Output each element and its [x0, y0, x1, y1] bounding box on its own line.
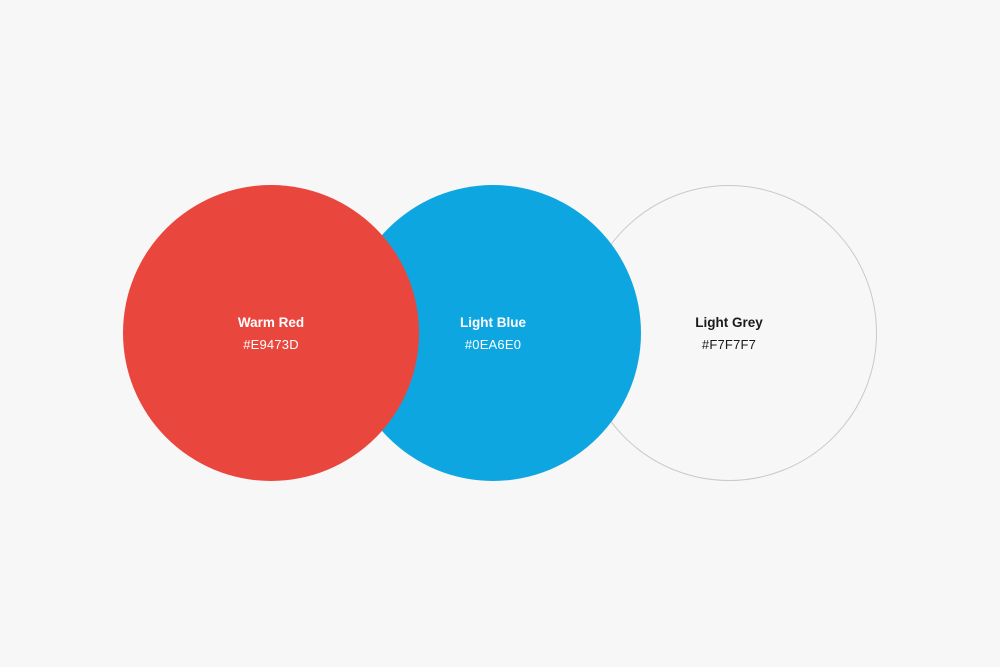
swatch-light-blue-label: Light Blue #0EA6E0 [393, 314, 593, 354]
swatch-hex: #E9473D [243, 337, 299, 352]
swatch-name: Warm Red [237, 315, 305, 330]
swatch-warm-red-label: Warm Red #E9473D [171, 314, 371, 354]
swatch-name: Light Blue [460, 315, 526, 330]
swatch-hex: #F7F7F7 [701, 337, 757, 352]
swatch-hex: #0EA6E0 [464, 337, 522, 352]
swatch-name: Light Grey [695, 315, 763, 330]
swatch-light-grey-label: Light Grey #F7F7F7 [629, 314, 829, 354]
swatch-warm-red-circle [123, 185, 419, 481]
